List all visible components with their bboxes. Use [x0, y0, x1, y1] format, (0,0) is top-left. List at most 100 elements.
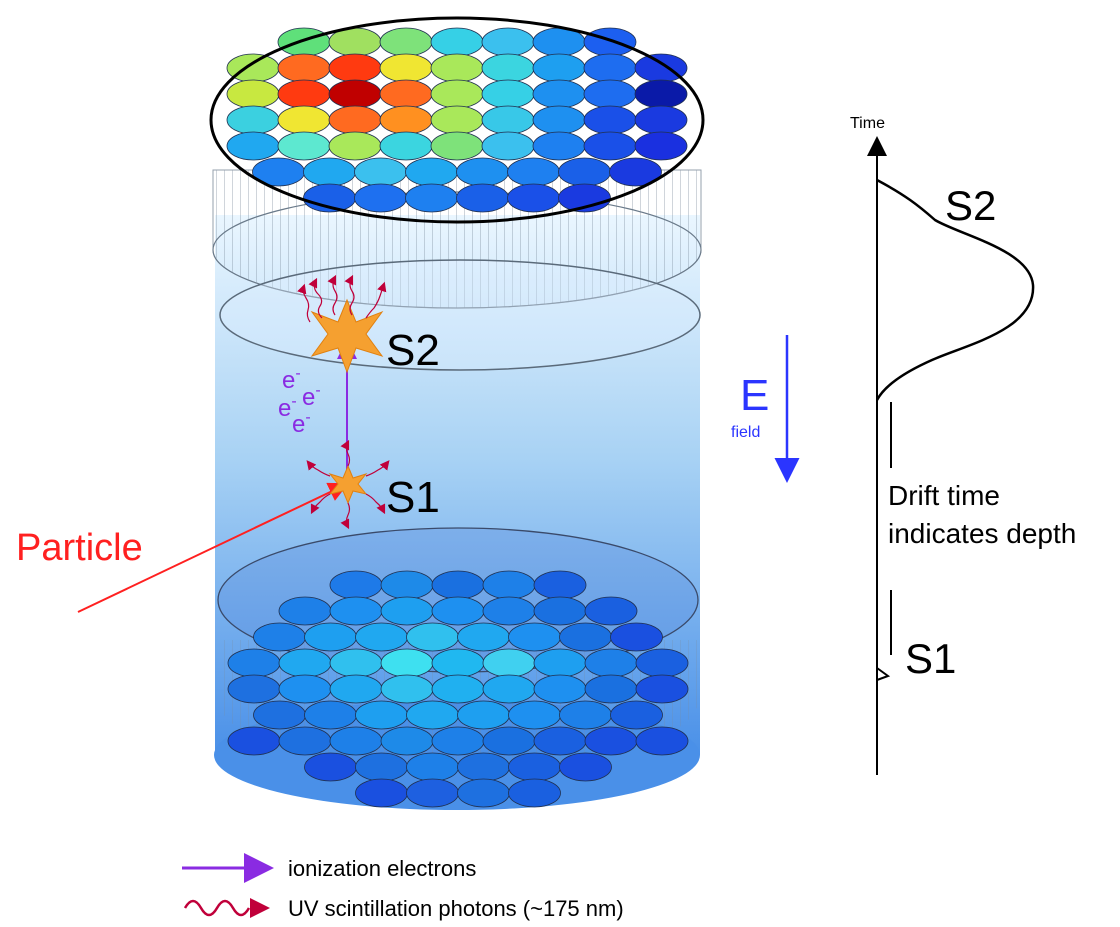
- legend-photon-arrowhead: [250, 898, 270, 918]
- s2-pulse: [875, 178, 1035, 401]
- pmt-tube: [379, 105, 433, 135]
- s2-detector-label: S2: [386, 326, 440, 375]
- pmt-tube: [430, 79, 484, 109]
- pmt-tube: [328, 53, 382, 83]
- legend: ionization electrons UV scintillation ph…: [182, 853, 624, 921]
- top-band-rim: [212, 191, 702, 309]
- pmt-tube: [328, 79, 382, 109]
- pmt-tube: [278, 726, 332, 756]
- pmt-tube: [508, 778, 561, 808]
- pmt-tube: [456, 157, 509, 187]
- pmt-tube: [635, 674, 689, 704]
- pmt-tube: [532, 131, 586, 161]
- pmt-tube: [609, 157, 662, 187]
- pmt-tube: [584, 726, 638, 756]
- pmt-tube: [533, 570, 587, 600]
- pmt-tube: [355, 752, 408, 782]
- efield-sub-label: field: [731, 424, 760, 441]
- pmt-tube: [253, 622, 306, 652]
- liquid-surface: [219, 259, 701, 371]
- pmt-tube: [559, 622, 612, 652]
- pmt-tube: [253, 700, 306, 730]
- pmt-tube: [304, 622, 357, 652]
- pmt-tube: [227, 674, 281, 704]
- pmt-tube: [431, 674, 485, 704]
- pmt-tube: [533, 726, 587, 756]
- pmt-tube: [508, 752, 561, 782]
- bottom-pmt-array: [227, 570, 689, 808]
- pmt-tube: [380, 674, 434, 704]
- pmt-tube: [635, 648, 689, 678]
- pmt-tube: [532, 105, 586, 135]
- pmt-tube: [481, 53, 535, 83]
- time-axis-label: Time: [850, 115, 885, 132]
- pmt-tube: [583, 27, 637, 57]
- pmt-tube: [457, 622, 510, 652]
- pmt-tube: [634, 131, 688, 161]
- pmt-tube: [430, 53, 484, 83]
- svg-text:e-: e-: [282, 365, 301, 394]
- pmt-tube: [303, 157, 356, 187]
- pmt-tube: [558, 157, 611, 187]
- pmt-tube: [457, 752, 510, 782]
- pmt-tube: [508, 700, 561, 730]
- pmt-tube: [431, 596, 485, 626]
- pmt-tube: [430, 131, 484, 161]
- s1-pulse: [876, 667, 891, 681]
- pmt-tube: [481, 27, 535, 57]
- svg-text:e-: e-: [302, 382, 321, 411]
- pmt-tube: [533, 674, 587, 704]
- particle-track: [77, 482, 349, 613]
- pmt-tube: [482, 596, 536, 626]
- pmt-tube: [405, 183, 458, 213]
- pmt-tube: [584, 596, 638, 626]
- pmt-tube: [457, 700, 510, 730]
- pmt-tube: [406, 700, 459, 730]
- pmt-tube: [329, 570, 383, 600]
- pmt-tube: [355, 700, 408, 730]
- pmt-tube: [304, 752, 357, 782]
- pmt-tube: [634, 105, 688, 135]
- pmt-tube: [278, 648, 332, 678]
- pmt-tube: [430, 27, 484, 57]
- pmt-tube: [278, 674, 332, 704]
- pmt-tube: [328, 131, 382, 161]
- pmt-tube: [355, 778, 408, 808]
- electron-label: e: [302, 384, 315, 411]
- pmt-tube: [354, 183, 407, 213]
- pmt-tube: [482, 648, 536, 678]
- pmt-tube: [431, 648, 485, 678]
- pmt-tube: [406, 752, 459, 782]
- pmt-tube: [277, 53, 331, 83]
- pmt-tube: [226, 79, 280, 109]
- pmt-tube: [532, 79, 586, 109]
- pmt-tube: [610, 700, 663, 730]
- svg-text:e-: e-: [278, 393, 297, 422]
- s1-signal-label: S1: [905, 635, 956, 682]
- legend-photon-wave: [183, 899, 251, 917]
- pmt-tube: [508, 622, 561, 652]
- pmt-tube: [380, 570, 434, 600]
- pmt-tube: [380, 648, 434, 678]
- pmt-tube: [559, 752, 612, 782]
- pmt-tube: [226, 131, 280, 161]
- pmt-tube: [354, 157, 407, 187]
- s2-photons: [297, 274, 387, 323]
- pmt-tube: [430, 105, 484, 135]
- pmt-tube: [406, 622, 459, 652]
- pmt-tube: [304, 700, 357, 730]
- pmt-tube: [277, 79, 331, 109]
- pmt-tube: [379, 131, 433, 161]
- pmt-tube: [635, 726, 689, 756]
- pmt-tube: [456, 183, 509, 213]
- s1-detector-label: S1: [386, 473, 440, 522]
- pmt-tube: [482, 726, 536, 756]
- pmt-tube: [533, 596, 587, 626]
- pmt-tube: [227, 648, 281, 678]
- pmt-tube: [634, 79, 688, 109]
- pmt-tube: [431, 570, 485, 600]
- pmt-tube: [482, 674, 536, 704]
- pmt-tube: [405, 157, 458, 187]
- pmt-tube: [584, 648, 638, 678]
- drift-label-line2: indicates depth: [888, 518, 1076, 549]
